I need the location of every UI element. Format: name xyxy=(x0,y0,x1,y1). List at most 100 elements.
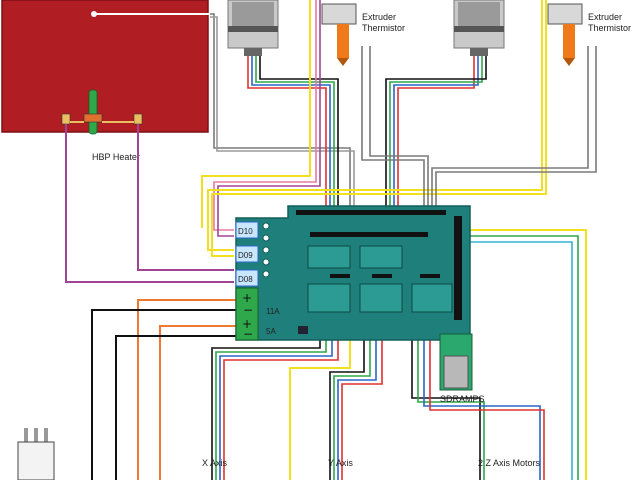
wire-power-black-5a xyxy=(115,335,236,480)
wire-z-red xyxy=(429,340,545,480)
motor-1-plug xyxy=(244,48,262,56)
wire-motor1-red xyxy=(247,56,327,210)
led-1 xyxy=(262,222,270,230)
header-pins-mid-1 xyxy=(330,274,350,278)
label-line: Thermistor xyxy=(362,23,405,33)
hotend-2 xyxy=(547,3,583,66)
driver-socket-5 xyxy=(411,283,453,313)
hotend-2-nozzle xyxy=(563,58,575,66)
wire-thermistor1-a xyxy=(361,46,425,212)
led-4 xyxy=(262,258,270,266)
bed-thermistor-icon xyxy=(91,11,97,17)
wire-y-red xyxy=(341,340,383,480)
power-minus-bottom: − xyxy=(243,327,253,341)
wire-thermistor2-b xyxy=(435,46,597,212)
pwr-5a-label: 5A xyxy=(266,327,276,336)
heated-bed xyxy=(1,0,210,135)
sdramps-label: SDRAMPS xyxy=(440,394,485,404)
plug-body xyxy=(17,441,55,480)
wire-endstop-yellow-left xyxy=(289,340,351,480)
wire-endstop-yellow xyxy=(440,229,587,480)
wire-hotend2-heater-b xyxy=(211,0,547,257)
plug-prong-2 xyxy=(34,428,38,442)
header-pins-top-strip-2 xyxy=(310,232,428,237)
wire-z-black xyxy=(411,340,481,480)
motor-1-band xyxy=(228,26,278,32)
led-2 xyxy=(262,234,270,242)
extruder-motor-1 xyxy=(227,0,279,56)
led-column xyxy=(262,222,270,278)
wire-motor2-red xyxy=(397,56,475,210)
hotend-1 xyxy=(321,3,357,66)
x-axis-label: X Axis xyxy=(202,458,228,468)
y-axis-label: Y Axis xyxy=(328,458,353,468)
pwr-11a-label: 11A xyxy=(266,307,280,316)
wire-bed-thermistor-a xyxy=(210,13,351,210)
extruder-motor-2 xyxy=(453,0,505,56)
wire-y-green xyxy=(333,340,371,480)
d10-terminal xyxy=(235,221,259,239)
wire-bundle xyxy=(65,0,597,480)
led-5 xyxy=(262,270,270,278)
wire-bed-thermistor-b xyxy=(210,16,355,210)
power-plus-top: + xyxy=(242,291,252,305)
power-connector xyxy=(235,287,259,341)
led-3 xyxy=(262,246,270,254)
power-plus-bottom: + xyxy=(242,317,252,331)
power-minus-top: − xyxy=(243,303,253,317)
label-line: Thermistor xyxy=(588,23,631,33)
z-axis-label: 2 Z Axis Motors xyxy=(478,458,541,468)
header-pins-top-strip xyxy=(296,210,446,215)
heater-label: HBP Heater xyxy=(92,152,140,162)
motor-2-plug xyxy=(470,48,488,56)
motor-2-band xyxy=(454,26,504,32)
wire-x-green xyxy=(215,340,327,480)
wire-power-black-11a xyxy=(91,309,236,480)
hotend-2-barrel xyxy=(563,24,575,58)
heated-bed-plate xyxy=(1,0,209,133)
wire-power-red-11a xyxy=(137,299,236,480)
wire-thermistor1-b xyxy=(369,46,429,212)
d09-terminal xyxy=(235,245,259,263)
driver-socket-4 xyxy=(359,283,403,313)
wire-bed-power-a xyxy=(65,124,234,283)
power-plug-icon xyxy=(17,428,55,480)
wire-top-yellow-loop xyxy=(201,0,311,228)
motor-1-face xyxy=(232,2,274,26)
wire-x-red xyxy=(223,340,339,480)
wire-x-blue xyxy=(219,340,333,480)
wire-z-green xyxy=(417,340,485,480)
motor-2-face xyxy=(458,2,500,26)
ramps-board: + − + − D10 D09 D08 11A 5A xyxy=(235,205,471,341)
plug-prong-3 xyxy=(44,428,48,442)
wire-motor2-black xyxy=(385,56,487,210)
hotend-1-nozzle xyxy=(337,58,349,66)
label-line: Extruder xyxy=(588,12,622,22)
wire-hotend2-heater-a xyxy=(207,0,543,251)
d08-terminal xyxy=(235,269,259,287)
wire-motor1-blue xyxy=(251,56,331,210)
d10-label: D10 xyxy=(238,227,253,236)
wire-motor1-black xyxy=(259,56,339,210)
wire-endstop-green xyxy=(436,235,579,480)
header-pins-mid-2 xyxy=(372,274,392,278)
bed-pad-left xyxy=(61,113,71,125)
wire-endstop-cyan xyxy=(432,241,573,480)
wire-bed-power-b xyxy=(137,124,234,271)
wire-power-red-5a xyxy=(159,325,236,480)
heater-resistor-icon xyxy=(83,113,103,123)
wire-thermistor2-a xyxy=(431,46,589,212)
label-line: Extruder xyxy=(362,12,396,22)
wire-hotend1-heater-b xyxy=(217,0,321,237)
sdramps-module xyxy=(439,333,473,391)
driver-socket-1 xyxy=(307,245,351,269)
wire-motor1-green xyxy=(255,56,335,210)
side-header xyxy=(454,216,462,320)
driver-socket-3 xyxy=(307,283,351,313)
wire-motor2-green xyxy=(389,56,483,210)
wire-y-blue xyxy=(337,340,377,480)
